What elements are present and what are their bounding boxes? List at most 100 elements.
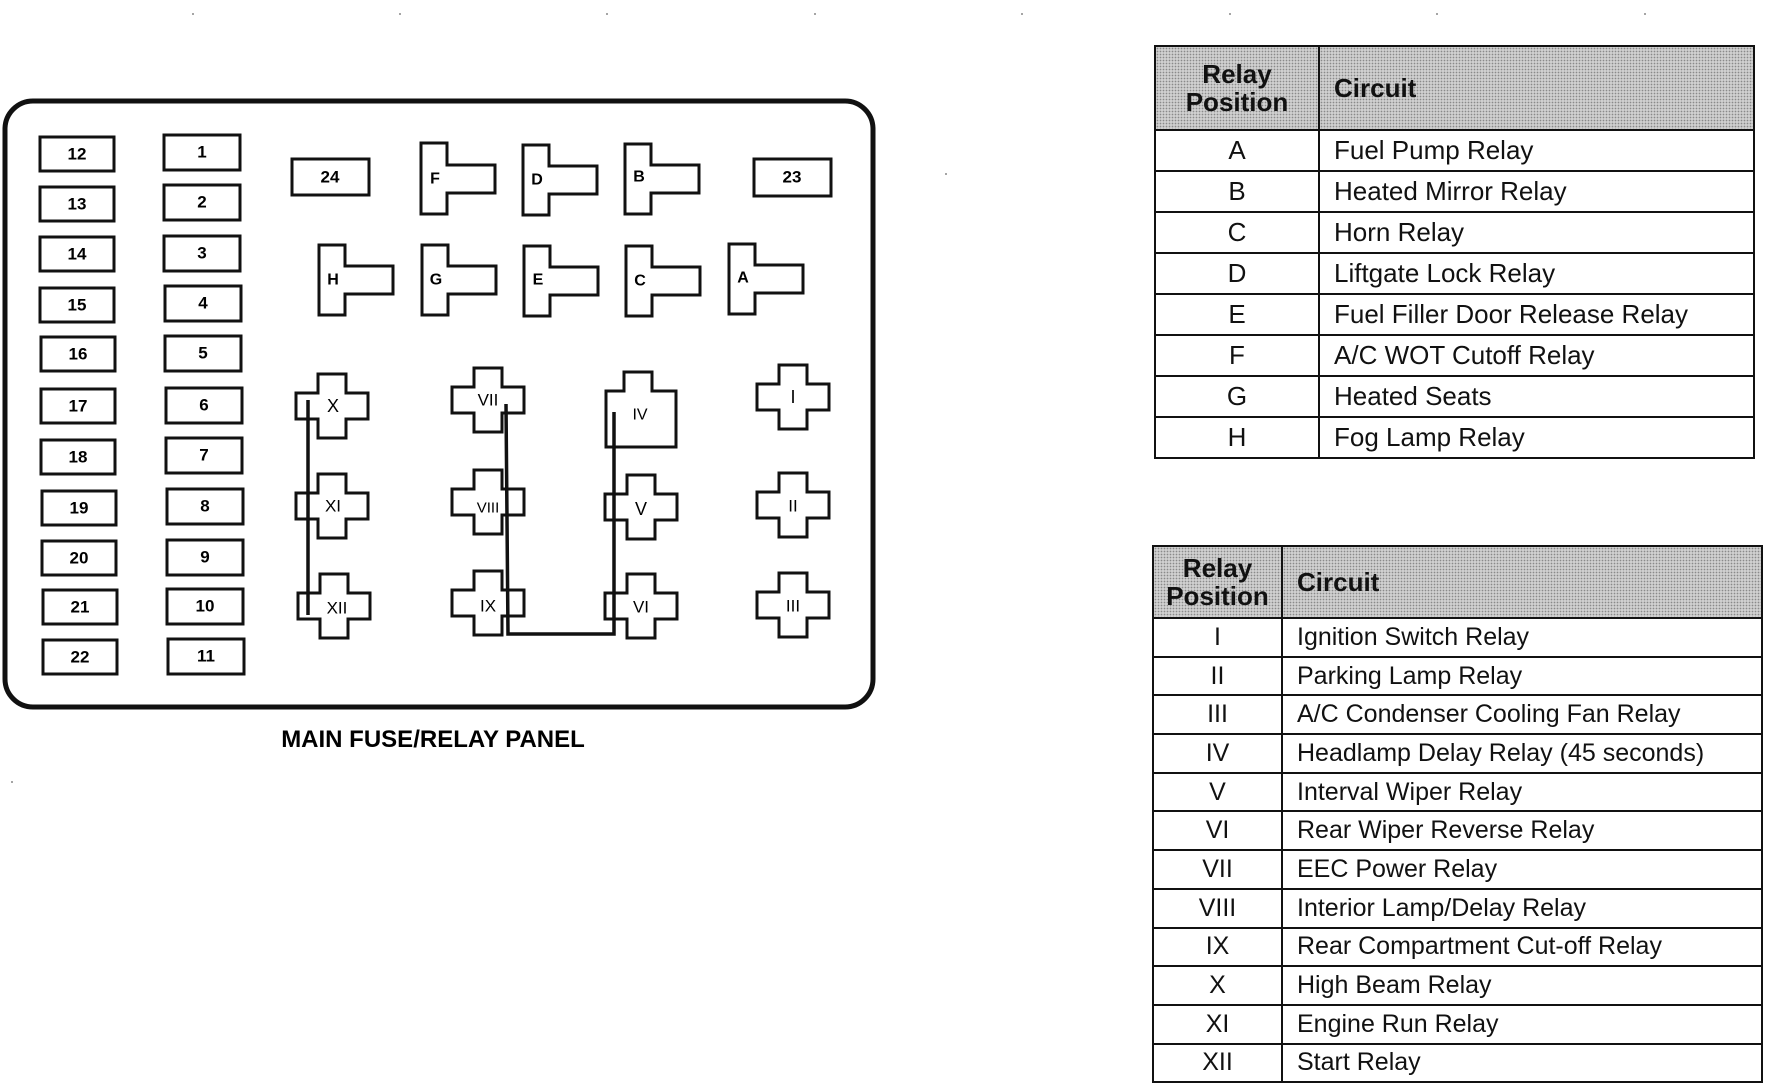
cross-relay-viii: VIII: [450, 468, 526, 536]
fuse: 20: [40, 539, 118, 577]
t-relay-e: E: [522, 244, 600, 318]
relay-position: V: [1152, 771, 1283, 813]
relay-circuit: Parking Lamp Relay: [1281, 655, 1763, 697]
relay-label: G: [430, 272, 442, 289]
fuse-label: 20: [70, 549, 89, 568]
relay-position: VII: [1152, 849, 1283, 890]
fuse: 21: [41, 588, 119, 626]
relay-position: II: [1152, 655, 1283, 697]
relay-position: F: [1154, 334, 1320, 377]
relay-circuit: Fuel Pump Relay: [1318, 129, 1755, 172]
t-relay-d: D: [521, 143, 599, 217]
relay-label: B: [633, 169, 645, 186]
fuse-label: 14: [68, 245, 87, 264]
fuse-label: 11: [197, 647, 215, 666]
t-relay-h: H: [317, 243, 395, 317]
relay-label: III: [786, 597, 800, 616]
relay-label: XII: [327, 599, 348, 618]
relay-circuit: A/C WOT Cutoff Relay: [1318, 334, 1755, 377]
relay-label: E: [533, 272, 544, 289]
fuse-label: 22: [71, 648, 90, 667]
cross-relay-xi: XI: [294, 472, 370, 540]
relay-position: IV: [1152, 733, 1283, 774]
fuse: 2: [162, 183, 242, 222]
relay-label: H: [327, 272, 339, 289]
cross-relay-v: V: [603, 473, 679, 541]
fuse: 8: [165, 487, 245, 526]
relay-circuit: Rear Wiper Reverse Relay: [1281, 810, 1763, 852]
relay-circuit: Engine Run Relay: [1281, 1003, 1763, 1045]
t-relay-f: F: [419, 141, 497, 216]
fuse: 10: [165, 587, 245, 626]
fuse: 7: [164, 436, 244, 475]
relay-circuit: Heated Seats: [1318, 375, 1755, 418]
header-circuit: Circuit: [1281, 545, 1763, 619]
fuse-label: 10: [196, 597, 215, 616]
relay-label: IV: [632, 407, 647, 424]
fuse: 6: [164, 386, 244, 425]
relay-label: F: [430, 171, 440, 188]
fuse-label: 6: [199, 396, 208, 415]
panel-outline: [2, 98, 876, 710]
relay-position: H: [1154, 416, 1320, 459]
relay-position: VIII: [1152, 887, 1283, 929]
cross-relay-xii: XII: [296, 572, 372, 640]
header-relay-position: Relay Position: [1154, 45, 1320, 131]
fuse-label: 18: [69, 448, 88, 467]
header-circuit: Circuit: [1318, 45, 1755, 131]
t-relay-c: C: [624, 244, 702, 318]
relay-position: XII: [1152, 1042, 1283, 1084]
relay-label: V: [635, 499, 647, 519]
relay-circuit: Interval Wiper Relay: [1281, 771, 1763, 813]
relay-circuit: Horn Relay: [1318, 211, 1755, 254]
cross-relay-vi: VI: [603, 572, 679, 640]
cross-relays: X VII IV I XI VIII V II: [294, 363, 831, 640]
relay-circuit: Heated Mirror Relay: [1318, 170, 1755, 213]
relay-label: X: [327, 396, 339, 416]
fuse: 13: [38, 185, 116, 223]
relay-circuit: Ignition Switch Relay: [1281, 617, 1763, 658]
header-relay-position: Relay Position: [1152, 545, 1283, 619]
relay-label: C: [634, 273, 646, 290]
fuse-label: 13: [68, 195, 87, 214]
fuse-label: 24: [321, 168, 340, 187]
fuse-label: 16: [69, 345, 88, 364]
fuse-label: 23: [783, 168, 802, 187]
fuse-column-left: 12 13 14 15 16 17 18 19 20 21 22: [38, 135, 119, 676]
relay-position: C: [1154, 211, 1320, 254]
relay-label: XI: [325, 497, 341, 516]
fuse-label: 17: [69, 397, 88, 416]
fuse: 5: [163, 334, 243, 373]
t-relay-g: G: [420, 243, 498, 317]
relay-label: VII: [478, 391, 499, 410]
relay-label: IX: [480, 597, 496, 616]
fuse-label: 12: [68, 145, 87, 164]
relay-position: III: [1152, 694, 1283, 736]
relay-position: X: [1152, 965, 1283, 1006]
relay-label: VIII: [477, 500, 500, 517]
fuse: 9: [165, 538, 245, 577]
fuse: 1: [162, 133, 242, 172]
table-header-row: Relay Position Circuit: [1154, 45, 1755, 131]
fuse: 19: [40, 489, 118, 527]
relay-circuit: Rear Compartment Cut-off Relay: [1281, 926, 1763, 968]
relay-position: D: [1154, 252, 1320, 295]
fuse-label: 4: [198, 294, 208, 313]
relay-label: A: [737, 270, 749, 287]
relay-position: IX: [1152, 926, 1283, 968]
relay-circuit: A/C Condenser Cooling Fan Relay: [1281, 694, 1763, 736]
